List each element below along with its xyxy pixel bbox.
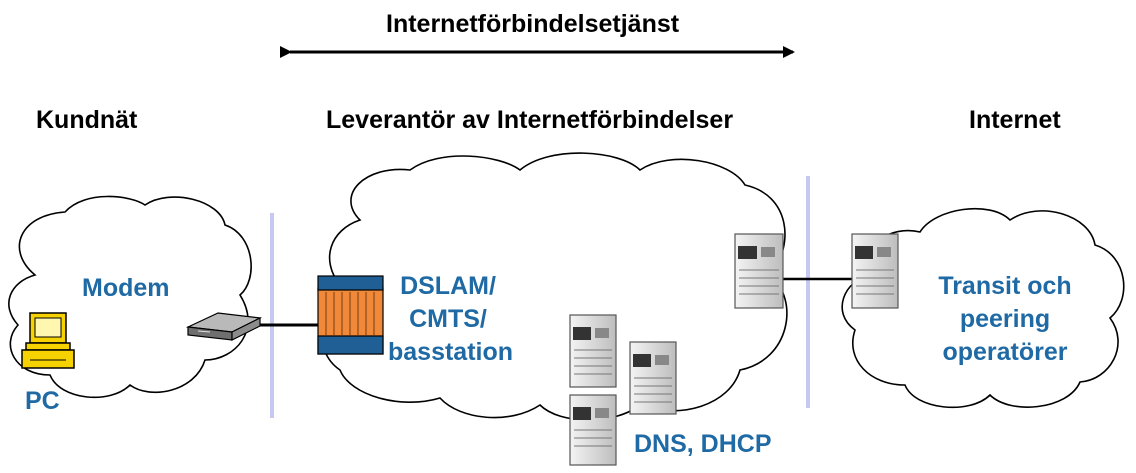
server-icon-dns-2 (629, 341, 677, 415)
section-label-customer: Kundnät (36, 106, 138, 134)
service-label: Internetförbindelsetjänst (386, 10, 680, 38)
dslam-rack-icon (317, 275, 384, 355)
access-node-line-3: basstation (388, 338, 514, 366)
access-node-line-2: CMTS/ (409, 305, 487, 333)
transit-line-3: operatörer (942, 338, 1068, 366)
access-node-label: DSLAM/ CMTS/ basstation (388, 270, 514, 369)
access-node-line-1: DSLAM/ (400, 272, 496, 300)
server-icon-dns-3 (569, 394, 617, 466)
server-icon-edge-router (734, 233, 784, 309)
dns-dhcp-label: DNS, DHCP (634, 430, 772, 458)
server-icon-transit (851, 233, 899, 309)
section-label-internet: Internet (969, 106, 1061, 134)
transit-line-2: peering (959, 305, 1051, 333)
modem-icon (185, 312, 263, 341)
server-icon-dns-1 (569, 314, 617, 388)
section-label-provider: Leverantör av Internetförbindelser (326, 106, 734, 134)
pc-label: PC (25, 387, 60, 415)
pc-icon (21, 312, 75, 369)
internet-cloud (841, 207, 1125, 409)
transit-line-1: Transit och (938, 272, 1072, 300)
modem-label: Modem (82, 274, 170, 302)
transit-label: Transit och peering operatörer (925, 270, 1085, 369)
